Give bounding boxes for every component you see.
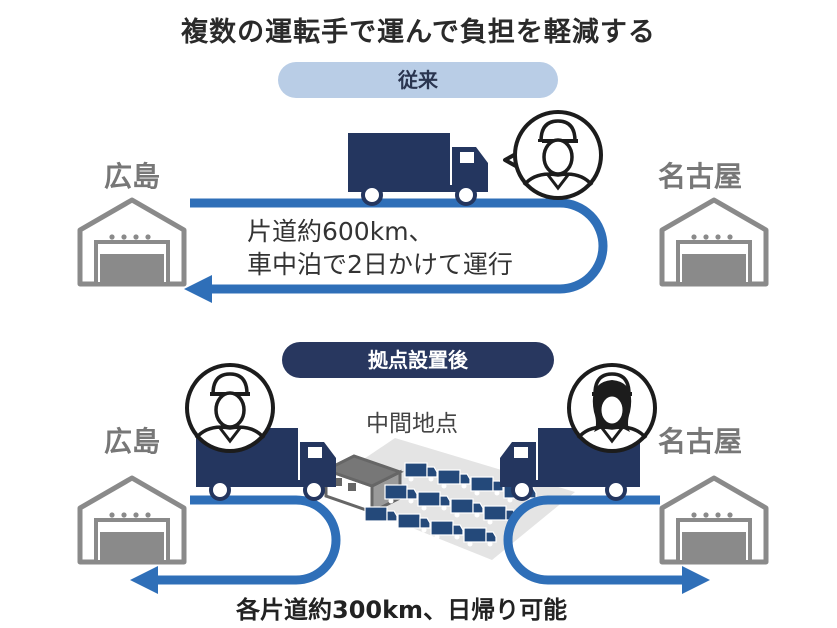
warehouse-icon <box>80 200 184 284</box>
arrow-left-icon <box>130 566 158 594</box>
city-label-destination-after: 名古屋 <box>658 425 743 458</box>
city-label-origin-before: 広島 <box>104 160 161 193</box>
route-note-after: 各片道約300km、日帰り可能 <box>236 596 568 624</box>
driver-icon <box>185 363 275 453</box>
warehouse-icon <box>80 478 184 562</box>
hub-label: 中間地点 <box>366 411 458 437</box>
warehouse-icon <box>662 478 766 562</box>
city-label-destination-before: 名古屋 <box>658 160 743 193</box>
route-before <box>184 198 608 303</box>
driver-icon <box>513 110 603 200</box>
route-after-left <box>130 495 341 594</box>
truck-icon <box>346 131 490 206</box>
route-note-before-line2: 車中泊で2日かけて運行 <box>247 250 513 279</box>
route-after-right <box>503 495 710 594</box>
section-label-before: 従来 <box>278 62 558 98</box>
arrow-right-icon <box>682 566 710 594</box>
driver-icon <box>567 363 657 453</box>
diagram-title: 複数の運転手で運んで負担を軽減する <box>181 17 656 48</box>
warehouse-icon <box>662 200 766 284</box>
arrow-left-icon <box>184 275 212 303</box>
route-note-before-line1: 片道約600km、 <box>247 217 434 246</box>
city-label-origin-after: 広島 <box>104 425 161 458</box>
section-label-after: 拠点設置後 <box>282 342 554 378</box>
